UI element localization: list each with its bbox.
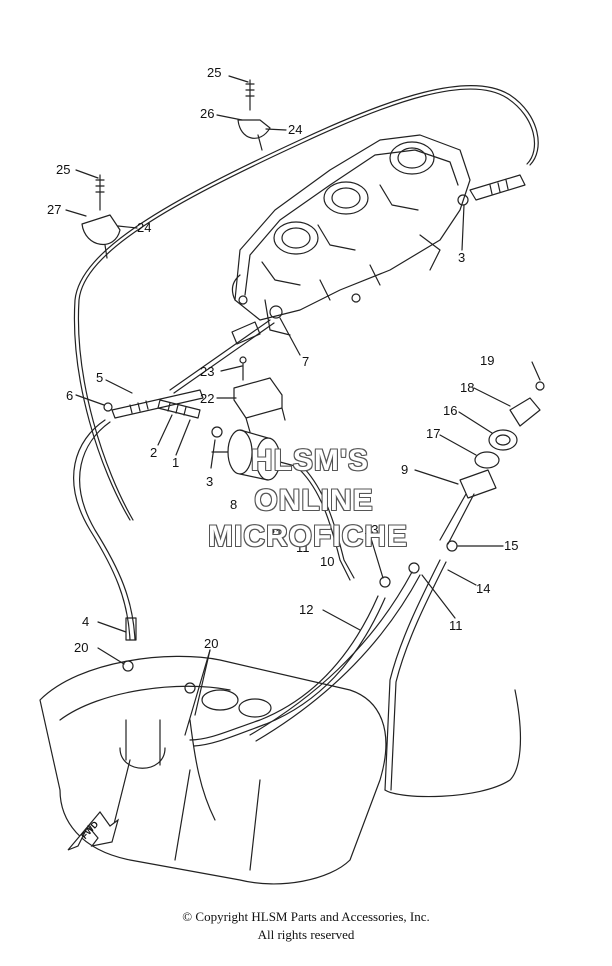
callout-10: 10 — [320, 554, 334, 569]
fuel-tank — [39, 655, 387, 885]
callout-16: 16 — [443, 403, 457, 418]
cable-end-right — [469, 174, 526, 201]
callout-9: 9 — [401, 462, 408, 477]
throttle-cable-loop — [73, 84, 539, 521]
oring-17 — [474, 451, 500, 469]
callout-24-left: 24 — [137, 220, 151, 235]
rights-text: All rights reserved — [257, 927, 355, 942]
fuel-filter — [211, 429, 296, 481]
carburetor-assembly — [231, 134, 471, 336]
cable-4 — [73, 419, 131, 641]
callout-24-top: 24 — [288, 122, 302, 137]
callout-25-top: 25 — [207, 65, 221, 80]
callout-21: 21 — [268, 526, 282, 541]
callout-15: 15 — [504, 538, 518, 553]
callout-13: 13 — [364, 522, 378, 537]
callout-25-left: 25 — [56, 162, 70, 177]
hose-12-b — [249, 571, 413, 736]
hose-12-a — [189, 595, 379, 741]
callout-3-left: 3 — [206, 474, 213, 489]
cap-18 — [509, 397, 541, 427]
watermark-line-1: HLSM'S — [250, 444, 370, 477]
cable-end-2 — [157, 399, 201, 419]
callout-27: 27 — [47, 202, 61, 217]
callout-11-right: 11 — [449, 618, 463, 633]
callout-4: 4 — [82, 614, 89, 629]
callout-23: 23 — [200, 364, 214, 379]
callout-6: 6 — [66, 388, 73, 403]
callout-1: 1 — [172, 455, 179, 470]
callout-17: 17 — [426, 426, 440, 441]
callout-11-left: 11 — [296, 540, 310, 555]
watermark-line-3: MICROFICHE — [208, 520, 408, 553]
cable-tie-26 — [237, 119, 271, 139]
callout-12: 12 — [299, 602, 313, 617]
callout-3-right: 3 — [458, 250, 465, 265]
seal-16 — [488, 429, 518, 451]
callout-14: 14 — [476, 581, 490, 596]
throttle-cable-loop-inner — [77, 88, 535, 521]
callout-20-mid: 20 — [204, 636, 218, 651]
copyright-text: © Copyright HLSM Parts and Accessories, … — [182, 909, 430, 924]
callout-22: 22 — [200, 391, 214, 406]
fuel-hose-10 — [299, 469, 351, 581]
callout-7: 7 — [302, 354, 309, 369]
hose-14 — [384, 559, 441, 791]
callout-18: 18 — [460, 380, 474, 395]
fwd-arrow-icon: FWD — [67, 811, 120, 851]
callout-8: 8 — [230, 497, 237, 512]
callout-5: 5 — [96, 370, 103, 385]
callout-20-left: 20 — [74, 640, 88, 655]
cable-carb-to-end — [169, 319, 271, 391]
bracket-22 — [233, 377, 286, 433]
callout-19: 19 — [480, 353, 494, 368]
cable-tie-27 — [81, 214, 121, 246]
callout-26: 26 — [200, 106, 214, 121]
cable-end-1 — [111, 389, 204, 419]
callout-2: 2 — [150, 445, 157, 460]
fuel-sensor-9 — [459, 469, 497, 499]
watermark-line-2: ONLINE — [254, 484, 374, 517]
